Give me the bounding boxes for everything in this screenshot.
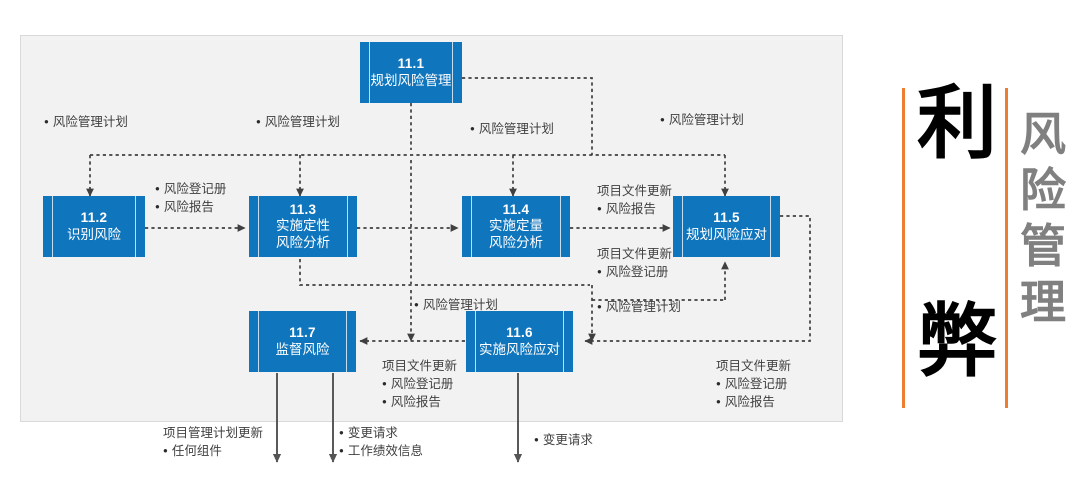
process-name: 实施风险应对: [479, 341, 560, 357]
box-inner-rule-left: [471, 196, 472, 257]
process-box-11-1[interactable]: 11.1 规划风险管理: [360, 42, 462, 103]
title-vchar-3: 理: [1020, 275, 1066, 330]
title-vchar-1: 险: [1020, 163, 1066, 218]
box-inner-rule-right: [346, 311, 347, 372]
label-bottom-left: 项目管理计划更新 任何组件: [163, 424, 263, 460]
label-plan-to-monitor: 风险管理计划: [597, 298, 681, 316]
label-plan-to-qualitative: 风险管理计划: [256, 113, 340, 131]
process-name: 监督风险: [275, 341, 330, 357]
label-response-inputs: 项目文件更新 风险登记册: [597, 245, 672, 281]
box-inner-rule-right: [563, 311, 564, 372]
title-vchar-0: 风: [1020, 107, 1066, 161]
label-right-outputs: 项目文件更新 风险登记册 风险报告: [716, 357, 791, 411]
box-inner-rule-left: [258, 311, 259, 372]
process-name-line2: 风险分析: [276, 234, 330, 250]
title-vchar-2: 管: [1020, 219, 1066, 274]
label-plan-to-response: 风险管理计划: [660, 111, 744, 129]
process-name: 实施定量: [489, 218, 543, 234]
box-inner-rule-left: [258, 196, 259, 257]
process-box-11-7[interactable]: 11.7 监督风险: [249, 311, 356, 372]
process-name: 实施定性: [276, 218, 330, 234]
box-inner-rule-right: [452, 42, 453, 103]
process-box-11-3[interactable]: 11.3 实施定性 风险分析: [249, 196, 357, 257]
label-monitor-inputs: 项目文件更新 风险登记册 风险报告: [382, 357, 457, 411]
process-name: 规划风险应对: [686, 226, 767, 242]
label-bottom-middle: 变更请求 工作绩效信息: [339, 424, 423, 460]
title-vertical-text: 风 险 管 理: [1016, 106, 1070, 330]
process-name: 规划风险管理: [370, 72, 452, 88]
process-number: 11.3: [289, 201, 317, 217]
box-inner-rule-left: [475, 311, 476, 372]
label-identify-outputs: 风险登记册 风险报告: [155, 180, 227, 216]
box-inner-rule-right: [770, 196, 771, 257]
label-plan-to-identify: 风险管理计划: [44, 113, 128, 131]
label-quant-outputs: 项目文件更新 风险报告: [597, 182, 672, 218]
process-box-11-6[interactable]: 11.6 实施风险应对: [466, 311, 573, 372]
process-number: 11.7: [289, 325, 316, 341]
process-number: 11.5: [713, 210, 740, 226]
process-number: 11.2: [80, 210, 108, 226]
title-block: 利 弊 风 险 管 理: [880, 84, 1070, 408]
label-bottom-right: 变更请求: [534, 431, 593, 449]
process-box-11-5[interactable]: 11.5 规划风险应对: [673, 196, 780, 257]
label-plan-to-quantitative: 风险管理计划: [470, 120, 554, 138]
box-inner-rule-right: [560, 196, 561, 257]
process-number: 11.1: [397, 56, 425, 72]
box-inner-rule-left: [682, 196, 683, 257]
accent-rule-left: [902, 88, 905, 408]
title-char-benefit: 利: [917, 77, 997, 170]
box-inner-rule-right: [135, 196, 136, 257]
process-name: 识别风险: [67, 226, 121, 242]
accent-rule-right: [1005, 88, 1008, 408]
box-inner-rule-left: [369, 42, 370, 103]
title-char-drawback: 弊: [917, 295, 997, 388]
process-number: 11.4: [502, 201, 530, 217]
label-plan-to-implement: 风险管理计划: [414, 296, 498, 314]
process-name-line2: 风险分析: [489, 234, 543, 250]
process-number: 11.6: [506, 325, 533, 341]
box-inner-rule-right: [347, 196, 348, 257]
box-inner-rule-left: [52, 196, 53, 257]
process-box-11-2[interactable]: 11.2 识别风险: [43, 196, 145, 257]
process-box-11-4[interactable]: 11.4 实施定量 风险分析: [462, 196, 570, 257]
